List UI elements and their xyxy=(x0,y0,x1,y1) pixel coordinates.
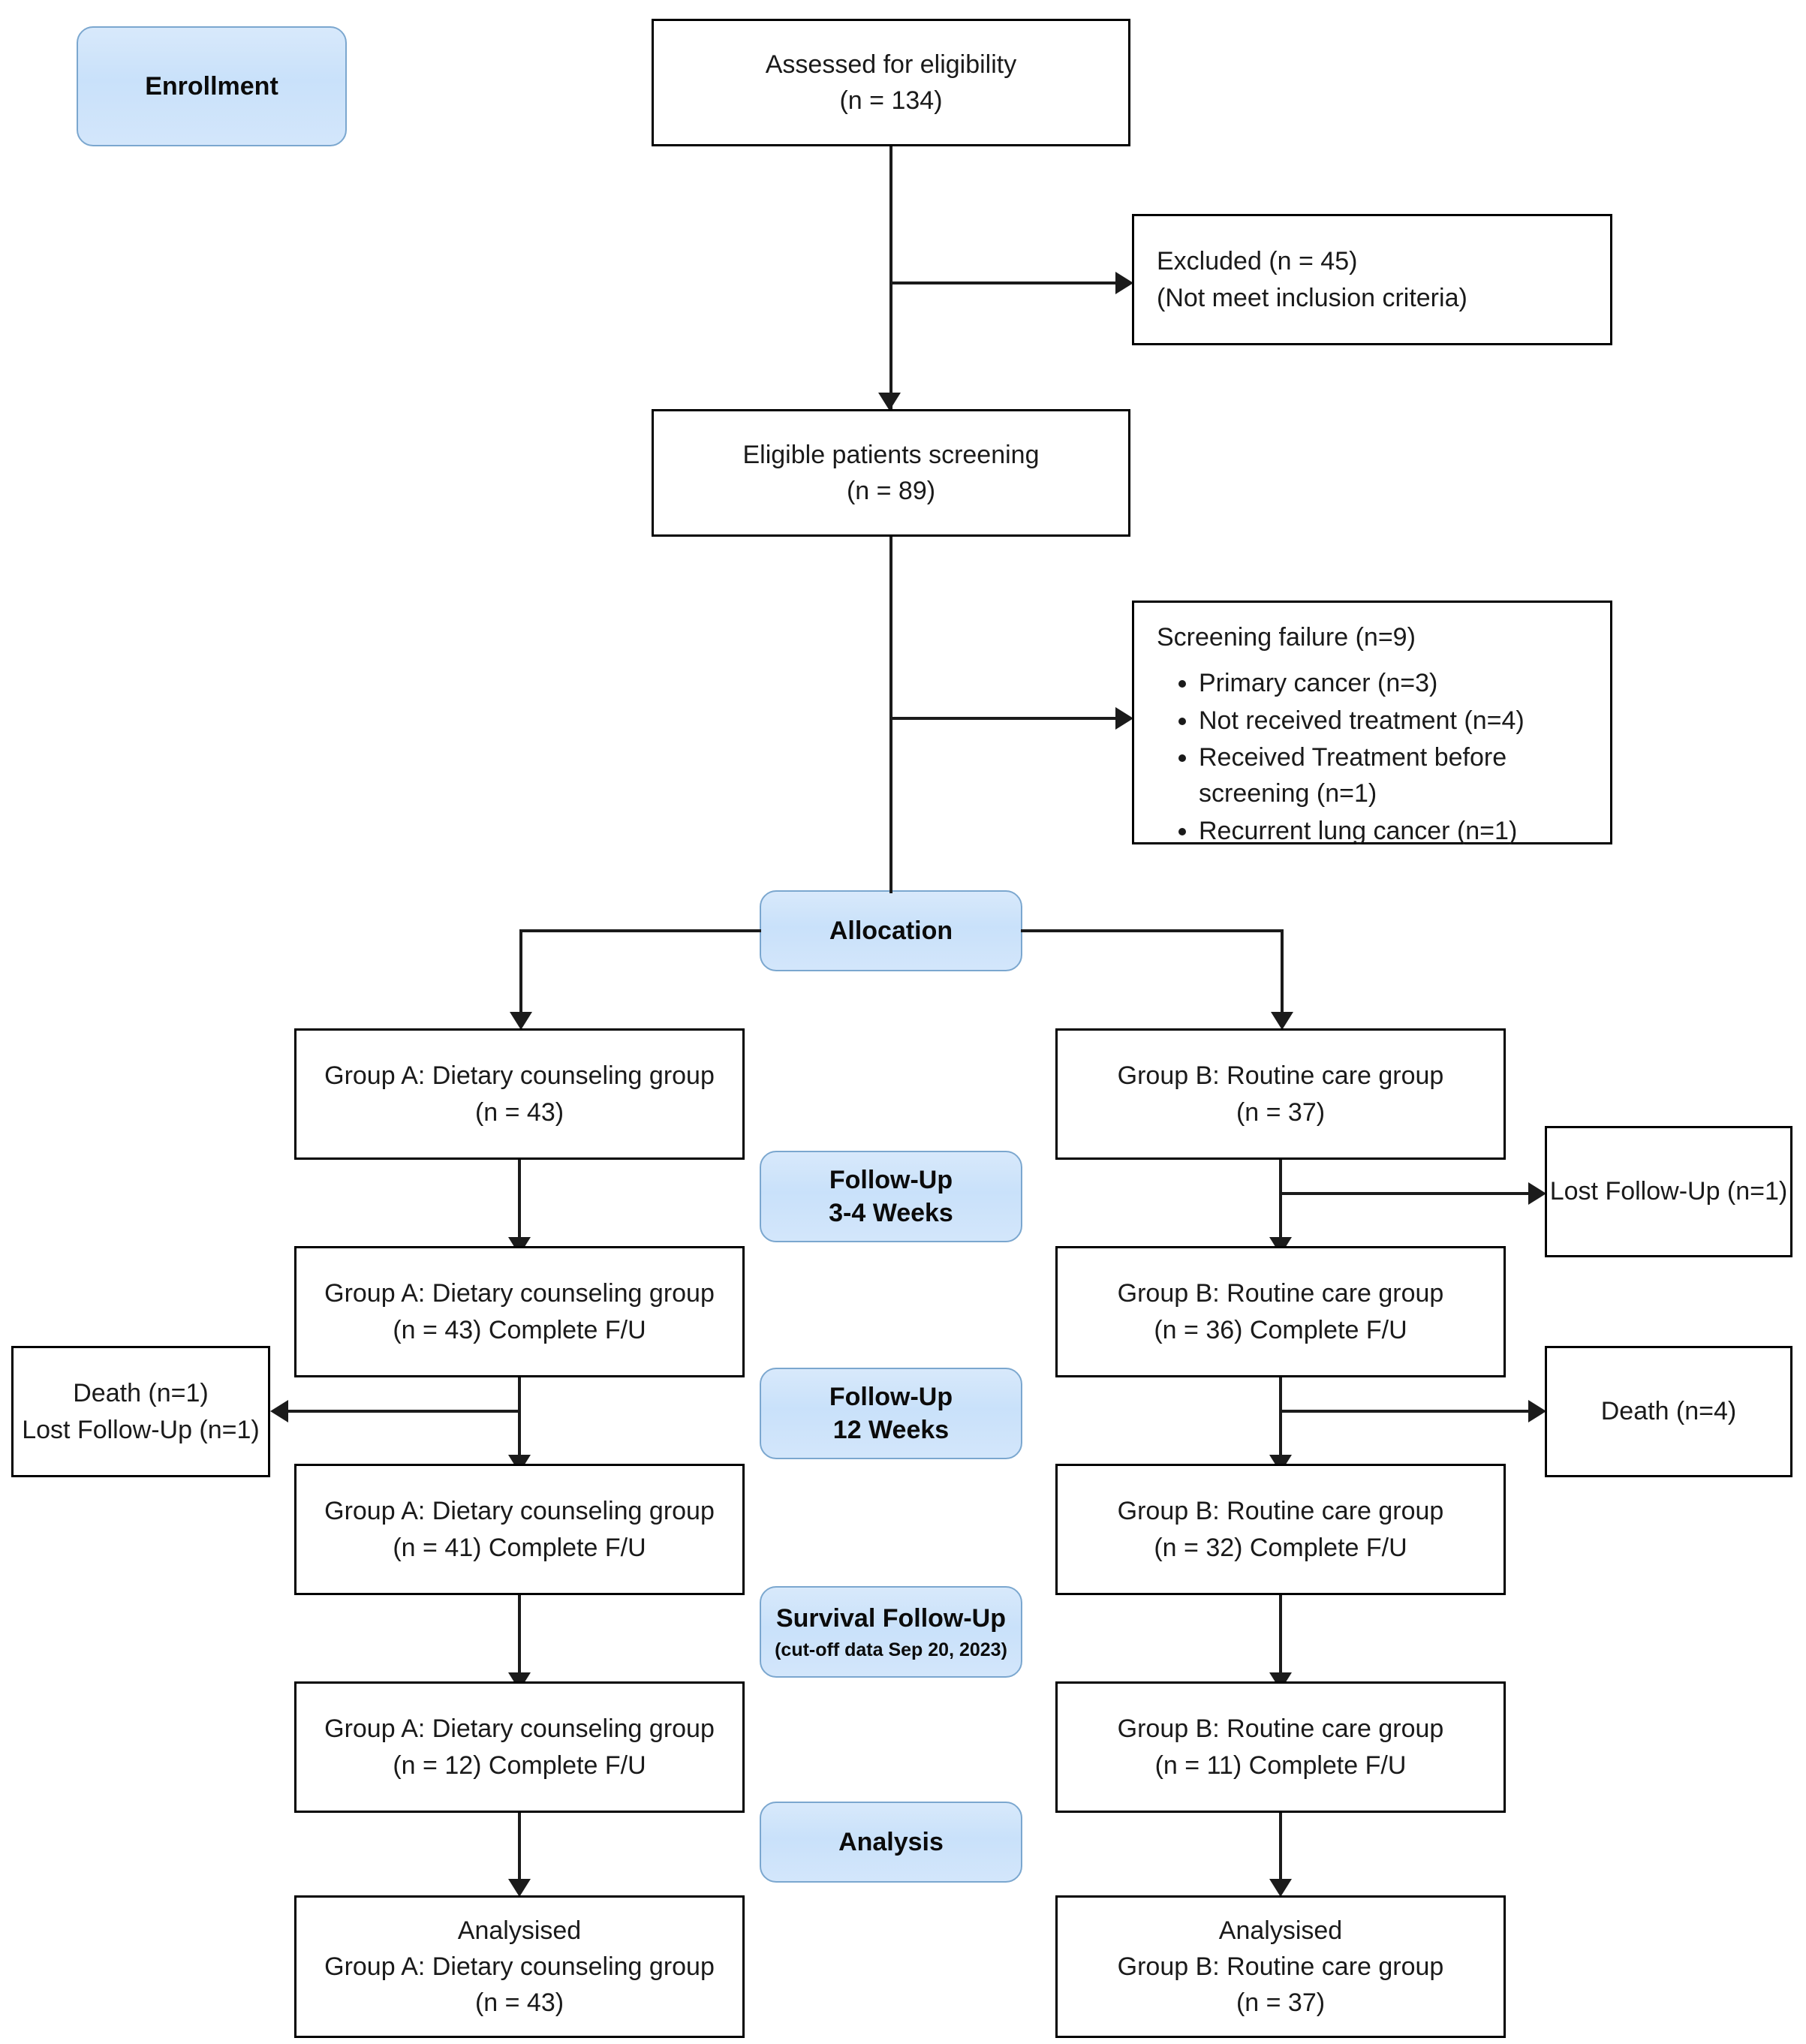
node-assessed-for-eligibility: Assessed for eligibility (n = 134) xyxy=(652,19,1130,146)
stage-label-followup-3-4-weeks-line2: 3-4 Weeks xyxy=(829,1199,953,1227)
node-group-b-followup-2-line2: (n = 32) Complete F/U xyxy=(1154,1533,1407,1562)
stage-label-enrollment-text: Enrollment xyxy=(145,71,278,101)
node-group-b-followup-3-line1: Group B: Routine care group xyxy=(1117,1714,1444,1744)
connector-group-a-fu2-to-fu3 xyxy=(518,1595,521,1689)
connector-group-a-fu3-to-analysed xyxy=(518,1813,521,1894)
stage-label-survival-followup-line1: Survival Follow-Up xyxy=(775,1603,1007,1633)
node-group-b-analysed-line3: (n = 37) xyxy=(1236,1988,1326,2018)
node-loss-12-weeks-group-a-line1: Death (n=1) xyxy=(73,1379,209,1408)
connector-group-b-to-lost-fu-3-4w xyxy=(1279,1192,1531,1195)
node-group-b-followup-1: Group B: Routine care group (n = 36) Com… xyxy=(1055,1246,1506,1377)
node-loss-12-weeks-group-a-line2: Lost Follow-Up (n=1) xyxy=(22,1415,260,1444)
arrowhead-to-loss-12w-left xyxy=(270,1400,288,1422)
stage-label-analysis-text: Analysis xyxy=(838,1827,944,1856)
node-group-b-analysed-line1: Analysised xyxy=(1218,1916,1343,1945)
arrowhead-to-group-b xyxy=(1271,1012,1293,1030)
node-group-a-analysed-line1: Analysised xyxy=(457,1916,582,1945)
stage-label-followup-12-weeks-line1: Follow-Up xyxy=(829,1382,953,1411)
arrowhead-group-a-analysed xyxy=(508,1879,531,1897)
node-group-a-allocation-line2: (n = 43) xyxy=(474,1097,564,1127)
node-excluded: Excluded (n = 45) (Not meet inclusion cr… xyxy=(1132,214,1612,345)
connector-allocation-right xyxy=(1021,929,1284,932)
connector-group-a-to-loss-12w xyxy=(288,1410,519,1413)
node-group-a-followup-3-line1: Group A: Dietary counseling group xyxy=(324,1714,715,1744)
list-item: Recurrent lung cancer (n=1) xyxy=(1199,814,1597,850)
connector-screening-to-allocation xyxy=(889,537,892,893)
arrowhead-group-b-analysed xyxy=(1269,1879,1292,1897)
stage-label-followup-3-4-weeks: Follow-Up 3-4 Weeks xyxy=(760,1151,1022,1242)
node-assessed-for-eligibility-line1: Assessed for eligibility xyxy=(765,50,1017,79)
node-group-a-followup-2-line1: Group A: Dietary counseling group xyxy=(324,1497,715,1526)
node-group-b-allocation: Group B: Routine care group (n = 37) xyxy=(1055,1028,1506,1160)
list-item: Received Treatment before screening (n=1… xyxy=(1199,740,1597,811)
node-eligible-patients-screening-line1: Eligible patients screening xyxy=(742,440,1040,469)
stage-label-followup-3-4-weeks-line1: Follow-Up xyxy=(829,1165,953,1194)
node-group-a-followup-1-line1: Group A: Dietary counseling group xyxy=(324,1279,715,1308)
list-item: Not received treatment (n=4) xyxy=(1199,703,1597,739)
connector-group-b-alloc-to-fu1 xyxy=(1279,1160,1282,1254)
stage-label-allocation-text: Allocation xyxy=(829,916,953,945)
node-group-b-followup-3: Group B: Routine care group (n = 11) Com… xyxy=(1055,1681,1506,1813)
node-screening-failure-reason-list: Primary cancer (n=3) Not received treatm… xyxy=(1157,666,1597,850)
stage-label-allocation: Allocation xyxy=(760,890,1022,971)
stage-label-analysis: Analysis xyxy=(760,1802,1022,1883)
node-group-b-allocation-line2: (n = 37) xyxy=(1236,1097,1326,1127)
node-assessed-for-eligibility-line2: (n = 134) xyxy=(839,86,943,115)
node-group-a-followup-2: Group A: Dietary counseling group (n = 4… xyxy=(294,1464,745,1595)
arrowhead-to-screening-failure xyxy=(1115,707,1133,730)
node-group-a-followup-1-line2: (n = 43) Complete F/U xyxy=(393,1315,646,1344)
node-group-a-analysed-line2: Group A: Dietary counseling group xyxy=(324,1952,715,1981)
connector-group-b-fu1-to-fu2 xyxy=(1279,1377,1282,1471)
node-group-a-analysed: Analysised Group A: Dietary counseling g… xyxy=(294,1895,745,2038)
node-eligible-patients-screening: Eligible patients screening (n = 89) xyxy=(652,409,1130,537)
arrowhead-to-group-a xyxy=(510,1012,532,1030)
node-group-a-analysed-line3: (n = 43) xyxy=(474,1988,564,2018)
node-death-12-weeks-group-b: Death (n=4) xyxy=(1545,1346,1792,1477)
node-group-b-followup-3-line2: (n = 11) Complete F/U xyxy=(1154,1750,1407,1780)
node-group-b-followup-2-line1: Group B: Routine care group xyxy=(1117,1497,1444,1526)
connector-group-b-fu2-to-fu3 xyxy=(1279,1595,1282,1689)
stage-label-enrollment: Enrollment xyxy=(77,26,347,146)
arrowhead-to-death-12w xyxy=(1528,1400,1546,1422)
node-death-12-weeks-group-b-line1: Death (n=4) xyxy=(1600,1397,1737,1426)
connector-screening-to-failure xyxy=(889,717,1118,720)
node-group-a-followup-3-line2: (n = 12) Complete F/U xyxy=(393,1750,646,1780)
node-group-a-followup-2-line2: (n = 41) Complete F/U xyxy=(393,1533,646,1562)
stage-label-survival-followup: Survival Follow-Up (cut-off data Sep 20,… xyxy=(760,1586,1022,1678)
node-group-a-followup-1: Group A: Dietary counseling group (n = 4… xyxy=(294,1246,745,1377)
node-group-a-allocation-line1: Group A: Dietary counseling group xyxy=(324,1061,715,1091)
node-lost-followup-3-4-weeks-line1: Lost Follow-Up (n=1) xyxy=(1549,1177,1788,1206)
connector-assessed-to-excluded xyxy=(889,281,1118,284)
arrowhead-to-lost-followup-3-4w xyxy=(1528,1182,1546,1205)
connector-allocation-left-down xyxy=(519,929,522,1027)
node-group-b-followup-2: Group B: Routine care group (n = 32) Com… xyxy=(1055,1464,1506,1595)
connector-group-a-fu1-to-fu2 xyxy=(518,1377,521,1471)
node-group-b-followup-1-line1: Group B: Routine care group xyxy=(1117,1279,1444,1308)
stage-label-followup-12-weeks-line2: 12 Weeks xyxy=(832,1416,950,1444)
node-group-b-followup-1-line2: (n = 36) Complete F/U xyxy=(1154,1315,1407,1344)
node-group-a-followup-3: Group A: Dietary counseling group (n = 1… xyxy=(294,1681,745,1813)
connector-group-b-to-death-12w xyxy=(1279,1410,1531,1413)
connector-allocation-left xyxy=(519,929,761,932)
stage-label-survival-followup-line2: (cut-off data Sep 20, 2023) xyxy=(775,1639,1007,1660)
arrowhead-to-excluded xyxy=(1115,272,1133,294)
node-screening-failure: Screening failure (n=9) Primary cancer (… xyxy=(1132,601,1612,845)
stage-label-followup-12-weeks: Follow-Up 12 Weeks xyxy=(760,1368,1022,1459)
list-item: Primary cancer (n=3) xyxy=(1199,666,1597,702)
node-group-b-analysed-line2: Group B: Routine care group xyxy=(1117,1952,1444,1981)
node-group-a-allocation: Group A: Dietary counseling group (n = 4… xyxy=(294,1028,745,1160)
node-group-b-analysed: Analysised Group B: Routine care group (… xyxy=(1055,1895,1506,2038)
node-excluded-line2: (Not meet inclusion criteria) xyxy=(1157,283,1467,312)
node-screening-failure-heading: Screening failure (n=9) xyxy=(1157,623,1416,652)
connector-group-a-alloc-to-fu1 xyxy=(518,1160,521,1254)
node-lost-followup-3-4-weeks: Lost Follow-Up (n=1) xyxy=(1545,1126,1792,1257)
connector-group-b-fu3-to-analysed xyxy=(1279,1813,1282,1894)
arrowhead-to-screening xyxy=(878,393,901,411)
connector-assessed-to-screening xyxy=(889,146,892,409)
node-eligible-patients-screening-line2: (n = 89) xyxy=(846,477,936,505)
node-group-b-allocation-line1: Group B: Routine care group xyxy=(1117,1061,1444,1091)
node-excluded-line1: Excluded (n = 45) xyxy=(1157,247,1358,276)
connector-allocation-right-down xyxy=(1281,929,1284,1027)
node-loss-12-weeks-group-a: Death (n=1) Lost Follow-Up (n=1) xyxy=(11,1346,270,1477)
